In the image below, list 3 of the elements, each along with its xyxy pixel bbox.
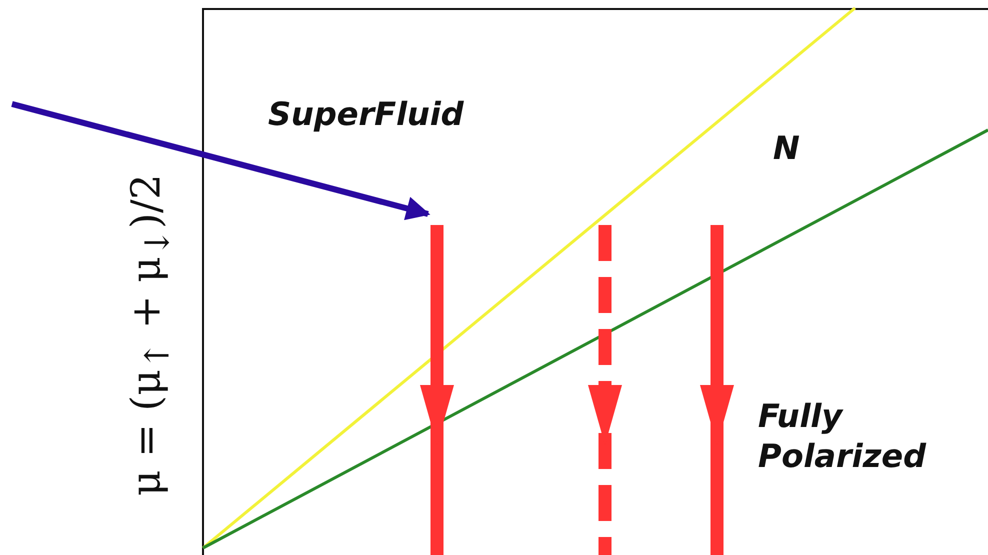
- phase-label: SuperFluid: [268, 94, 465, 134]
- phase-label: N: [773, 128, 801, 168]
- phase-label: Fully Polarized: [758, 396, 928, 476]
